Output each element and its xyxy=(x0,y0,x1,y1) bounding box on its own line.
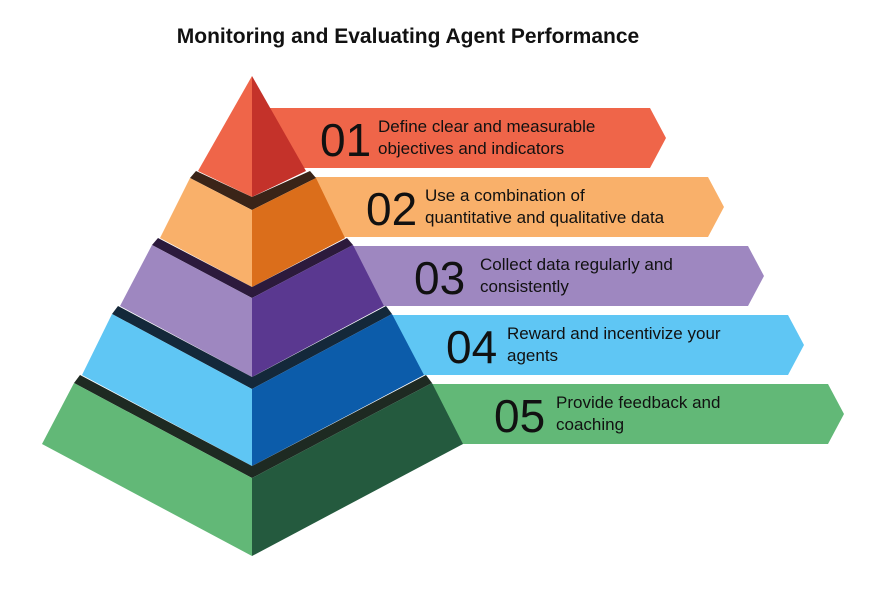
banner-04 xyxy=(390,315,804,375)
labels: 01 Define clear and measurable objective… xyxy=(320,114,721,442)
pyramid-tier-01 xyxy=(198,76,306,197)
label-05: 05 Provide feedback and coaching xyxy=(494,390,720,442)
tier-05-front xyxy=(42,383,252,556)
step-number-01: 01 xyxy=(320,114,371,166)
step-text-03-line1: Collect data regularly and xyxy=(480,255,673,274)
step-text-02-line2: quantitative and qualitative data xyxy=(425,208,665,227)
tier-03-side xyxy=(252,245,384,377)
tier-01-side xyxy=(252,76,306,197)
banners xyxy=(268,108,844,444)
label-04: 04 Reward and incentivize your agents xyxy=(446,321,721,373)
label-03: 03 Collect data regularly and consistent… xyxy=(414,252,673,304)
tier-02-front xyxy=(160,178,252,287)
step-number-04: 04 xyxy=(446,321,497,373)
step-number-05: 05 xyxy=(494,390,545,442)
pyramid-tier-02 xyxy=(160,178,345,287)
banner-01 xyxy=(268,108,666,168)
step-number-03: 03 xyxy=(414,252,465,304)
tier-04-front xyxy=(82,314,252,466)
pyramid-tier-03 xyxy=(120,245,384,377)
tier-04-side xyxy=(252,314,424,466)
pyramid-tier-04 xyxy=(82,314,424,466)
step-text-04-line2: agents xyxy=(507,346,558,365)
label-01: 01 Define clear and measurable objective… xyxy=(320,114,595,166)
step-text-03-line2: consistently xyxy=(480,277,569,296)
step-text-05-line1: Provide feedback and xyxy=(556,393,720,412)
diagram-title: Monitoring and Evaluating Agent Performa… xyxy=(177,25,639,48)
step-text-05-line2: coaching xyxy=(556,415,624,434)
tier-02-side xyxy=(252,178,345,287)
step-number-02: 02 xyxy=(366,183,417,235)
tier-gap-01 xyxy=(190,171,316,210)
step-text-01-line2: objectives and indicators xyxy=(378,139,564,158)
step-text-02-line1: Use a combination of xyxy=(425,186,585,205)
tier-01-front xyxy=(198,76,252,197)
tier-05-side xyxy=(252,383,463,556)
label-02: 02 Use a combination of quantitative and… xyxy=(366,183,665,235)
banner-03 xyxy=(352,246,764,306)
banner-05 xyxy=(432,384,844,444)
banner-02 xyxy=(312,177,724,237)
pyramid-tier-05 xyxy=(42,383,463,556)
tier-03-front xyxy=(120,245,252,377)
step-text-01-line1: Define clear and measurable xyxy=(378,117,595,136)
step-text-04-line1: Reward and incentivize your xyxy=(507,324,721,343)
pyramid xyxy=(42,76,463,556)
